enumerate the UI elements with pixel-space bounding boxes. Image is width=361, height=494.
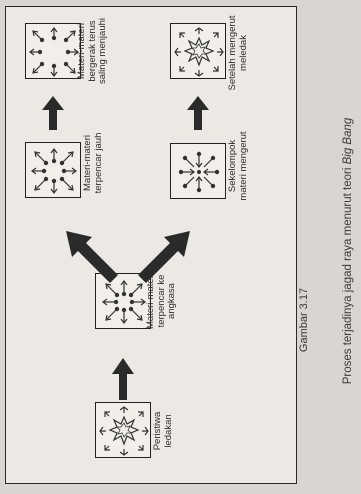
stage-terpencar-angkasa-panel bbox=[95, 273, 151, 329]
explosion-icon bbox=[174, 27, 224, 77]
figure-title-text: Proses terjadinya jagad raya menurut teo… bbox=[342, 164, 354, 385]
arrow-up-right-icon bbox=[138, 231, 190, 283]
arrow-up-icon bbox=[42, 96, 64, 130]
stage-peristiwa-ledakan-panel bbox=[95, 402, 151, 458]
stage-peristiwa-ledakan-label: Peristiwa ledakan bbox=[152, 411, 174, 451]
stage-materi-mengerut-label: Sekelompok materi mengerut bbox=[227, 131, 249, 201]
scatter-arrows-icon bbox=[102, 280, 146, 324]
stage-materi-mengerut-panel bbox=[170, 143, 226, 199]
scatter-arrows-icon bbox=[29, 27, 79, 77]
arrow-up-left-icon bbox=[66, 231, 118, 283]
stage-mengerut-meledak-label: Setelah mengerut meledak bbox=[227, 15, 249, 91]
contract-arrows-icon bbox=[178, 151, 220, 193]
arrow-up-icon bbox=[187, 96, 209, 130]
figure-number: Gambar 3.17 bbox=[298, 287, 310, 353]
stage-saling-menjauhi-label: Materi-materi bergerak terus saling menj… bbox=[76, 18, 108, 85]
stage-terpencar-jauh-panel bbox=[25, 142, 81, 198]
arrow-up-icon bbox=[112, 358, 134, 400]
stage-saling-menjauhi-panel bbox=[25, 23, 81, 79]
diagram-frame bbox=[5, 6, 297, 484]
figure-title-emphasis: Big Bang bbox=[342, 117, 354, 165]
explosion-icon bbox=[99, 406, 149, 456]
stage-terpencar-jauh-label: Materi-materi terpencar jauh bbox=[82, 132, 104, 194]
figure-title: Proses terjadinya jagad raya menurut teo… bbox=[342, 111, 358, 391]
scatter-arrows-icon bbox=[31, 148, 77, 194]
stage-mengerut-meledak-panel bbox=[170, 23, 226, 79]
